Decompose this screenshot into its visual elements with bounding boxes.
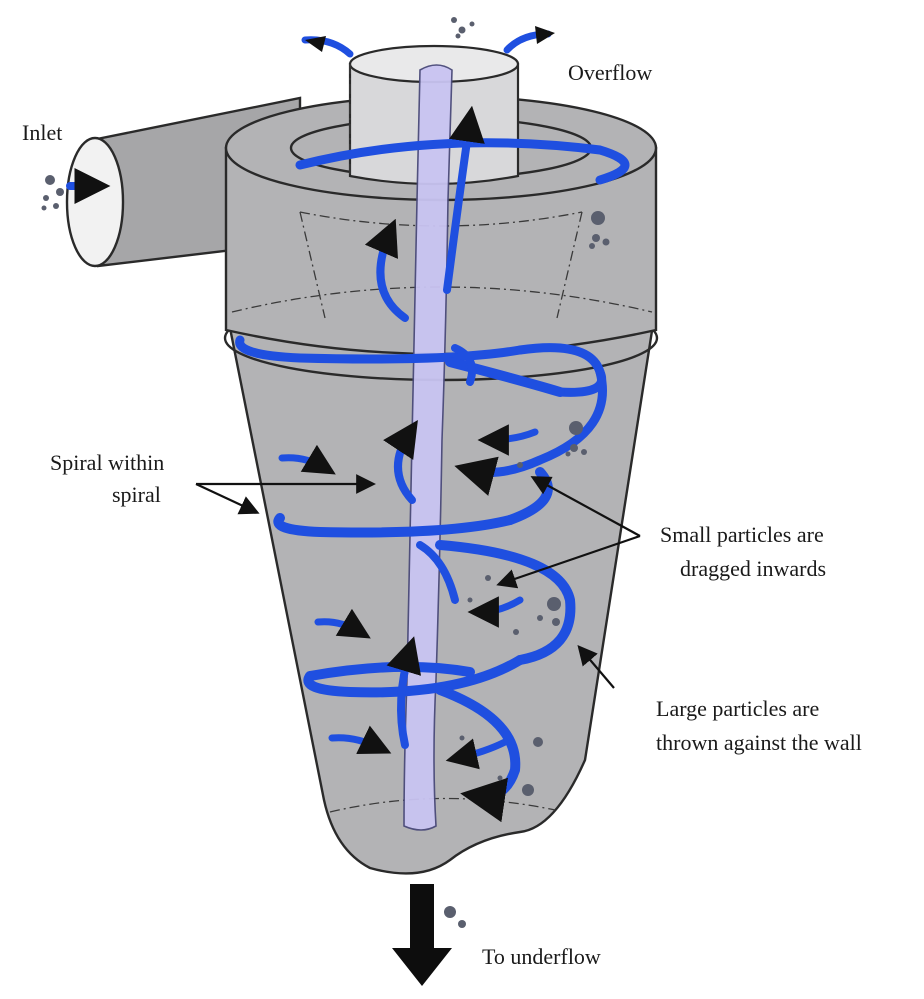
spiral-label-line1: Spiral within bbox=[50, 450, 164, 475]
spiral-label-line2: spiral bbox=[112, 482, 161, 507]
overflow-label: Overflow bbox=[568, 60, 652, 85]
drift-arrows bbox=[278, 424, 539, 770]
underflow-arrow bbox=[392, 884, 466, 986]
inlet-label: Inlet bbox=[22, 120, 62, 145]
large-particles-label-line1: Large particles are bbox=[656, 696, 819, 721]
small-particles-label-line2: dragged inwards bbox=[680, 556, 826, 581]
particles bbox=[459, 211, 610, 796]
large-particles-label-line2: thrown against the wall bbox=[656, 730, 862, 755]
pointer-lines bbox=[195, 474, 641, 689]
small-particles-label-line1: Small particles are bbox=[660, 522, 824, 547]
underflow-label: To underflow bbox=[482, 944, 601, 969]
inlet-opening bbox=[65, 136, 125, 268]
inlet-flow bbox=[41, 168, 111, 211]
overflow-arrows bbox=[301, 17, 555, 58]
outer-spiral-flow bbox=[235, 138, 630, 823]
inner-spiral-flow bbox=[364, 105, 485, 749]
